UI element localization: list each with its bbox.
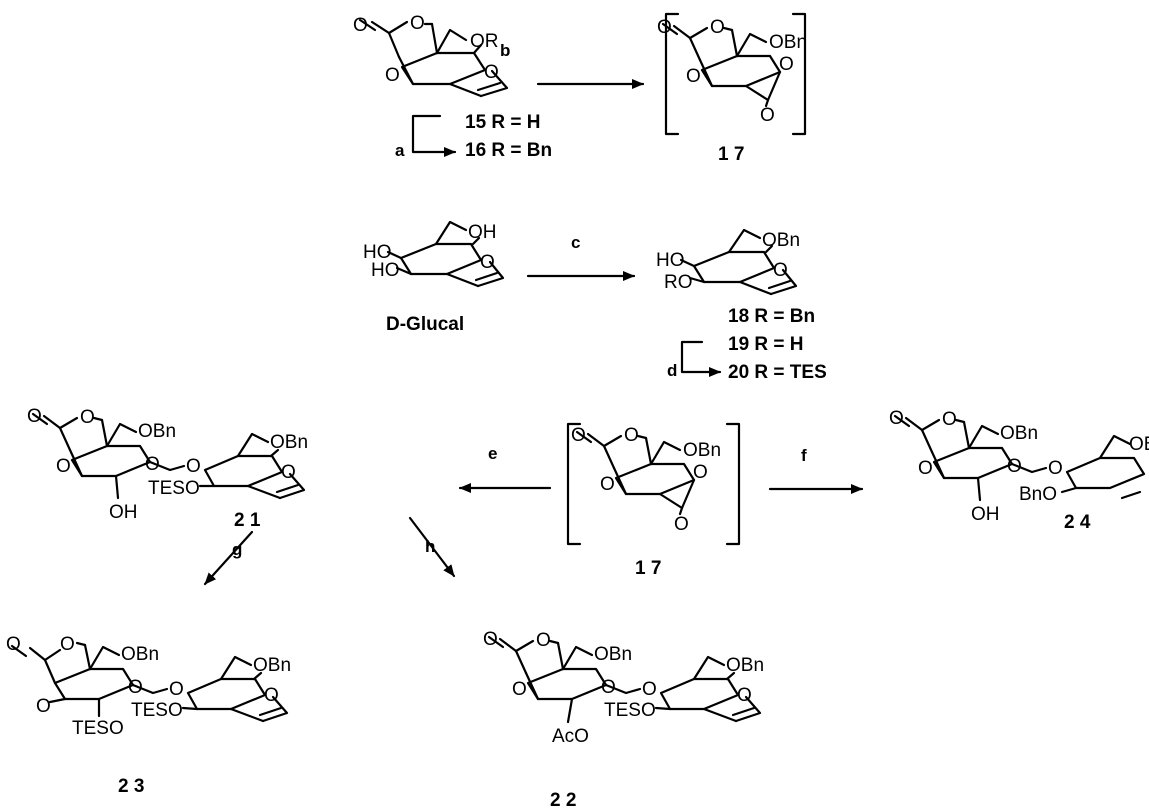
substituent-TESO: TESO — [148, 478, 200, 499]
molecule-24: O O O OBn O OH O BnO OBn — [889, 408, 1149, 525]
reagent-d: d — [667, 361, 677, 380]
label-17-middle: 1 7 — [635, 558, 661, 579]
molecule-22: O O O OBn O O AcO TESO OBn O — [483, 629, 764, 747]
ring-oxygen-carbonate: O — [410, 13, 425, 34]
reagent-a: a — [395, 141, 405, 160]
hydroxyl-OH: OH — [109, 502, 138, 523]
reagent-e: e — [488, 444, 497, 463]
molecule-18-19-20: HO RO OBn O — [656, 228, 800, 296]
arrow-g — [203, 530, 254, 586]
ring-oxygen-lower: O — [918, 458, 933, 479]
epoxide-oxygen: O — [674, 514, 689, 535]
substituent-OBn: OBn — [762, 230, 800, 251]
pyran-oxygen: O — [480, 252, 495, 273]
reagent-f: f — [801, 446, 807, 465]
ring-oxygen-lower: O — [56, 456, 71, 477]
molecule-23: O O O OBn O O TESO TESO OBn O — [6, 634, 291, 739]
carbonyl-oxygen: O — [657, 17, 672, 38]
epoxide-oxygen: O — [760, 105, 775, 126]
reagent-b: b — [500, 41, 510, 60]
substituent-OBn: OBn — [769, 32, 807, 53]
ring-oxygen-lower: O — [512, 679, 527, 700]
label-15: 15 R = H — [465, 112, 541, 133]
pyran-oxygen: O — [773, 260, 788, 281]
molecule-17-top: O O O OBn O O — [657, 12, 807, 136]
substituent-OBn: OBn — [138, 421, 176, 442]
carbonyl-oxygen: O — [483, 629, 498, 650]
pyran-oxygen: O — [145, 454, 160, 475]
substituent-OBn-right: OBn — [253, 655, 291, 676]
label-24: 2 4 — [1064, 512, 1091, 533]
ring-oxygen: O — [80, 407, 95, 428]
label-D-glucal: D-Glucal — [386, 314, 464, 335]
hydroxyl-HO: HO — [656, 250, 685, 271]
glycosidic-oxygen: O — [642, 679, 657, 700]
label-23: 2 3 — [118, 776, 144, 797]
hydroxyl-OH: OH — [971, 504, 1000, 525]
ring-oxygen: O — [624, 425, 639, 446]
substituent-TESO: TESO — [604, 700, 656, 721]
pyran-oxygen: O — [693, 462, 708, 483]
ring-oxygen-carbonate-lower: O — [385, 65, 400, 86]
pyran-oxygen-right: O — [281, 462, 296, 483]
arrow-a — [411, 114, 457, 157]
hydroxyl-HO-3: HO — [371, 260, 400, 281]
molecule-D-glucal: HO HO OH O — [363, 220, 505, 288]
substituent-OBn-right: OBn — [1129, 434, 1149, 455]
pyran-oxygen: O — [128, 677, 143, 698]
glycosidic-oxygen: O — [186, 456, 201, 477]
reagent-c: c — [571, 233, 580, 252]
substituent-OBn-right: OBn — [726, 655, 764, 676]
substituent-OBn: OBn — [1000, 423, 1038, 444]
substituent-RO: RO — [664, 272, 693, 293]
carbonyl-oxygen: O — [889, 408, 904, 429]
ring-oxygen-lower: O — [600, 474, 615, 495]
carbonyl-oxygen: O — [6, 634, 21, 655]
pyran-oxygen: O — [484, 62, 499, 83]
label-21: 2 1 — [234, 510, 261, 531]
glycosidic-oxygen: O — [169, 679, 184, 700]
substituent-OBn: OBn — [683, 440, 721, 461]
substituent-BnO: BnO — [1019, 484, 1057, 505]
molecule-15-16: O O O OR O — [353, 13, 509, 98]
ring-oxygen: O — [710, 17, 725, 38]
substituent-OBn: OBn — [121, 644, 159, 665]
substituent-OR: OR — [470, 31, 499, 52]
carbonyl-oxygen: O — [27, 406, 42, 427]
molecule-17-middle: O O O OBn O O — [566, 422, 741, 546]
hydroxyl-OH-6: OH — [468, 222, 497, 243]
pyran-oxygen: O — [1007, 456, 1022, 477]
glycosidic-oxygen: O — [1048, 458, 1063, 479]
substituent-OBn: OBn — [594, 644, 632, 665]
label-16: 16 R = Bn — [465, 140, 552, 161]
reagent-h: h — [425, 537, 435, 556]
substituent-OBn-right: OBn — [270, 432, 308, 453]
substituent-AcO: AcO — [552, 726, 589, 747]
ring-oxygen-lower: O — [36, 696, 51, 717]
ring-oxygen: O — [60, 634, 75, 655]
arrow-h — [408, 516, 456, 578]
label-17-top: 1 7 — [718, 144, 744, 165]
arrow-d — [680, 340, 722, 377]
pyran-oxygen-right: O — [737, 685, 752, 706]
substituent-TESO-right: TESO — [131, 700, 183, 721]
substituent-TESO-left: TESO — [72, 718, 124, 739]
ring-oxygen: O — [536, 630, 551, 651]
molecule-21: O O O OBn O OH O TESO OBn O — [27, 406, 308, 523]
label-19: 19 R = H — [728, 334, 804, 355]
pyran-oxygen-right: O — [264, 685, 279, 706]
label-22: 2 2 — [550, 790, 576, 810]
label-18: 18 R = Bn — [728, 306, 815, 327]
carbonyl-oxygen: O — [353, 15, 368, 36]
ring-oxygen: O — [942, 409, 957, 430]
pyran-oxygen: O — [601, 677, 616, 698]
hydroxyl-HO-4: HO — [363, 242, 392, 263]
ring-oxygen-lower: O — [686, 66, 701, 87]
pyran-oxygen: O — [779, 54, 794, 75]
carbonyl-oxygen: O — [571, 425, 586, 446]
label-20: 20 R = TES — [728, 362, 827, 383]
